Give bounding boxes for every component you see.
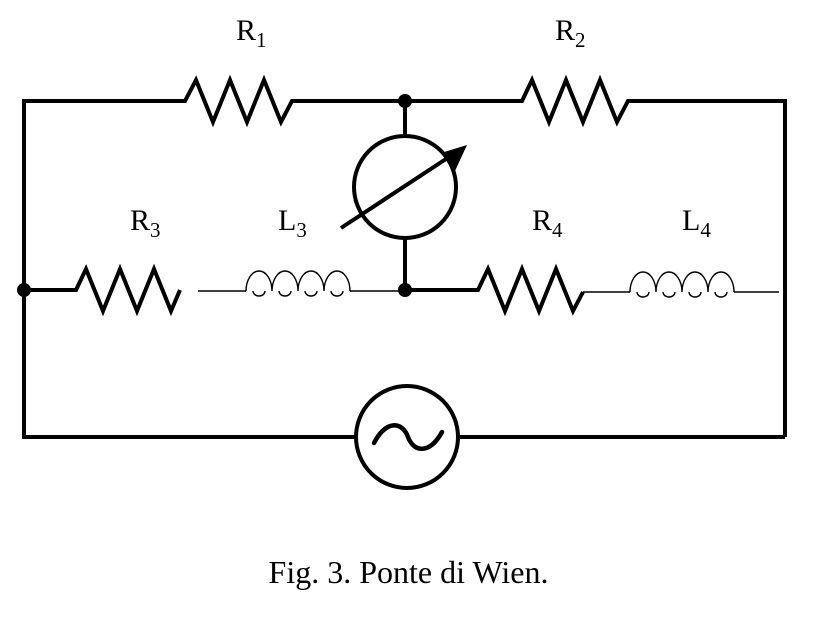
inductor-l3 xyxy=(245,270,351,297)
inductor-l4 xyxy=(629,271,735,298)
junction-middle xyxy=(398,283,412,297)
figure-caption: Fig. 3. Ponte di Wien. xyxy=(268,554,549,590)
label-r1: R1 xyxy=(236,14,267,52)
resistor-r1 xyxy=(170,74,300,128)
bottom-left-wire xyxy=(22,290,356,439)
label-r4: R4 xyxy=(532,204,563,242)
resistor-r3 xyxy=(64,263,182,317)
label-l4: L4 xyxy=(682,204,711,242)
junction-top xyxy=(398,94,412,108)
wien-bridge-circuit: R1 R2 R3 L3 R4 L4 xyxy=(17,14,787,490)
top-left-wire xyxy=(22,99,170,293)
label-r2: R2 xyxy=(555,14,586,52)
top-right-wire xyxy=(638,99,787,437)
galvanometer-icon xyxy=(339,134,467,240)
resistor-r4 xyxy=(468,263,585,317)
resistor-r2 xyxy=(510,74,638,128)
ac-source-icon xyxy=(354,384,460,490)
label-r3: R3 xyxy=(130,204,161,242)
label-l3: L3 xyxy=(278,204,307,242)
